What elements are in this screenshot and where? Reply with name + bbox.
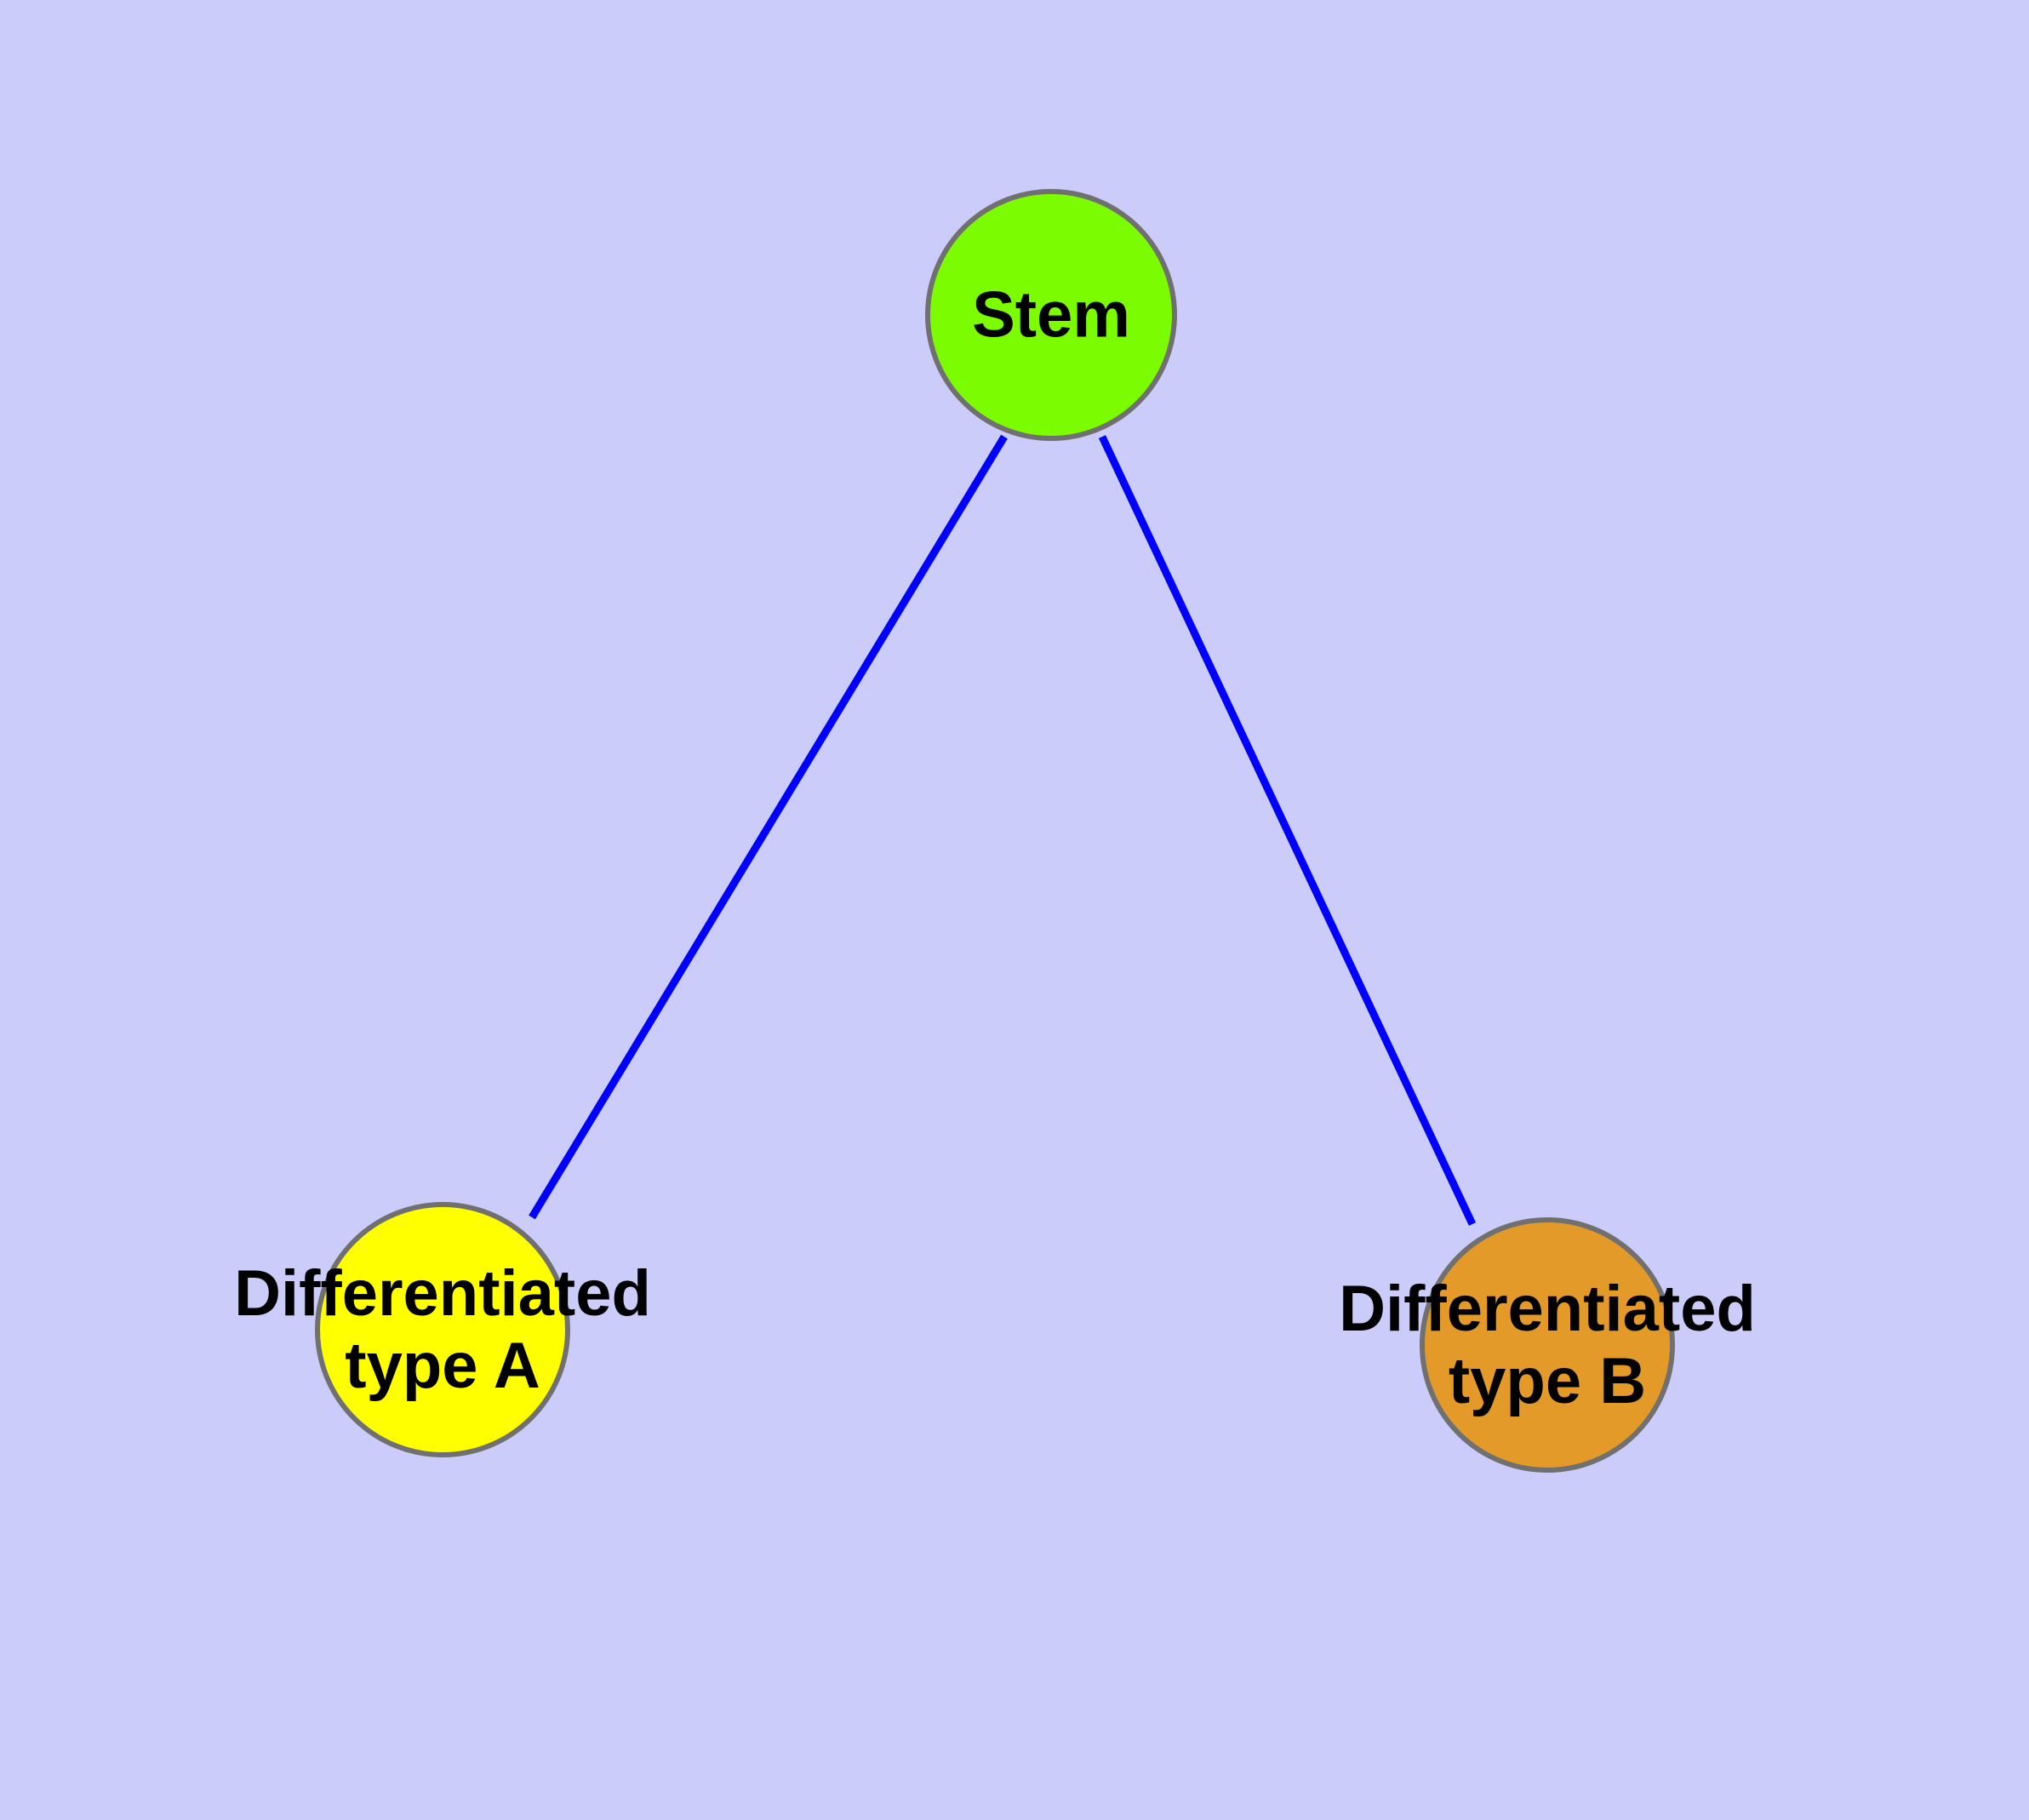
edge-stem-to-diff-a[interactable]	[529, 434, 1008, 1220]
node-diff-a[interactable]	[315, 1202, 570, 1457]
edge-stem-to-diff-b[interactable]	[1098, 435, 1477, 1226]
node-diff-b[interactable]	[1420, 1217, 1675, 1473]
node-stem[interactable]	[925, 189, 1177, 441]
